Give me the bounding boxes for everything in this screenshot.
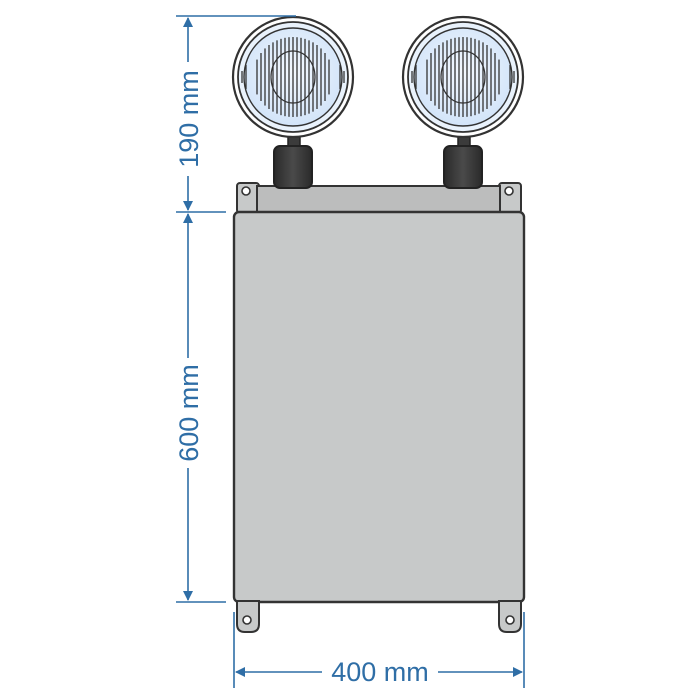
lamp-core-outline bbox=[440, 50, 486, 104]
emergency-light-unit bbox=[231, 15, 526, 633]
dimension-lines bbox=[176, 15, 525, 688]
lamp-reflector-ribs bbox=[426, 37, 500, 117]
mounting-tab-bottom-right bbox=[498, 600, 522, 633]
lamp-stem-right bbox=[443, 136, 483, 189]
dimension-label-body-width: 400 mm bbox=[331, 657, 429, 687]
main-enclosure bbox=[232, 210, 526, 604]
lamp-core-outline bbox=[270, 50, 316, 104]
mounting-tab-top-right bbox=[498, 182, 522, 214]
dimension-label-lamp-height: 190 mm bbox=[174, 70, 204, 168]
dimension-label-body-height: 600 mm bbox=[174, 364, 204, 462]
lamp-reflector-ribs bbox=[256, 37, 330, 117]
lamp-stem-left bbox=[273, 136, 313, 189]
lamp-head-right bbox=[401, 15, 525, 139]
mounting-tab-bottom-left bbox=[236, 600, 260, 633]
mounting-tab-top-left bbox=[236, 182, 260, 214]
top-strip bbox=[256, 185, 501, 214]
lamp-head-left bbox=[231, 15, 355, 139]
